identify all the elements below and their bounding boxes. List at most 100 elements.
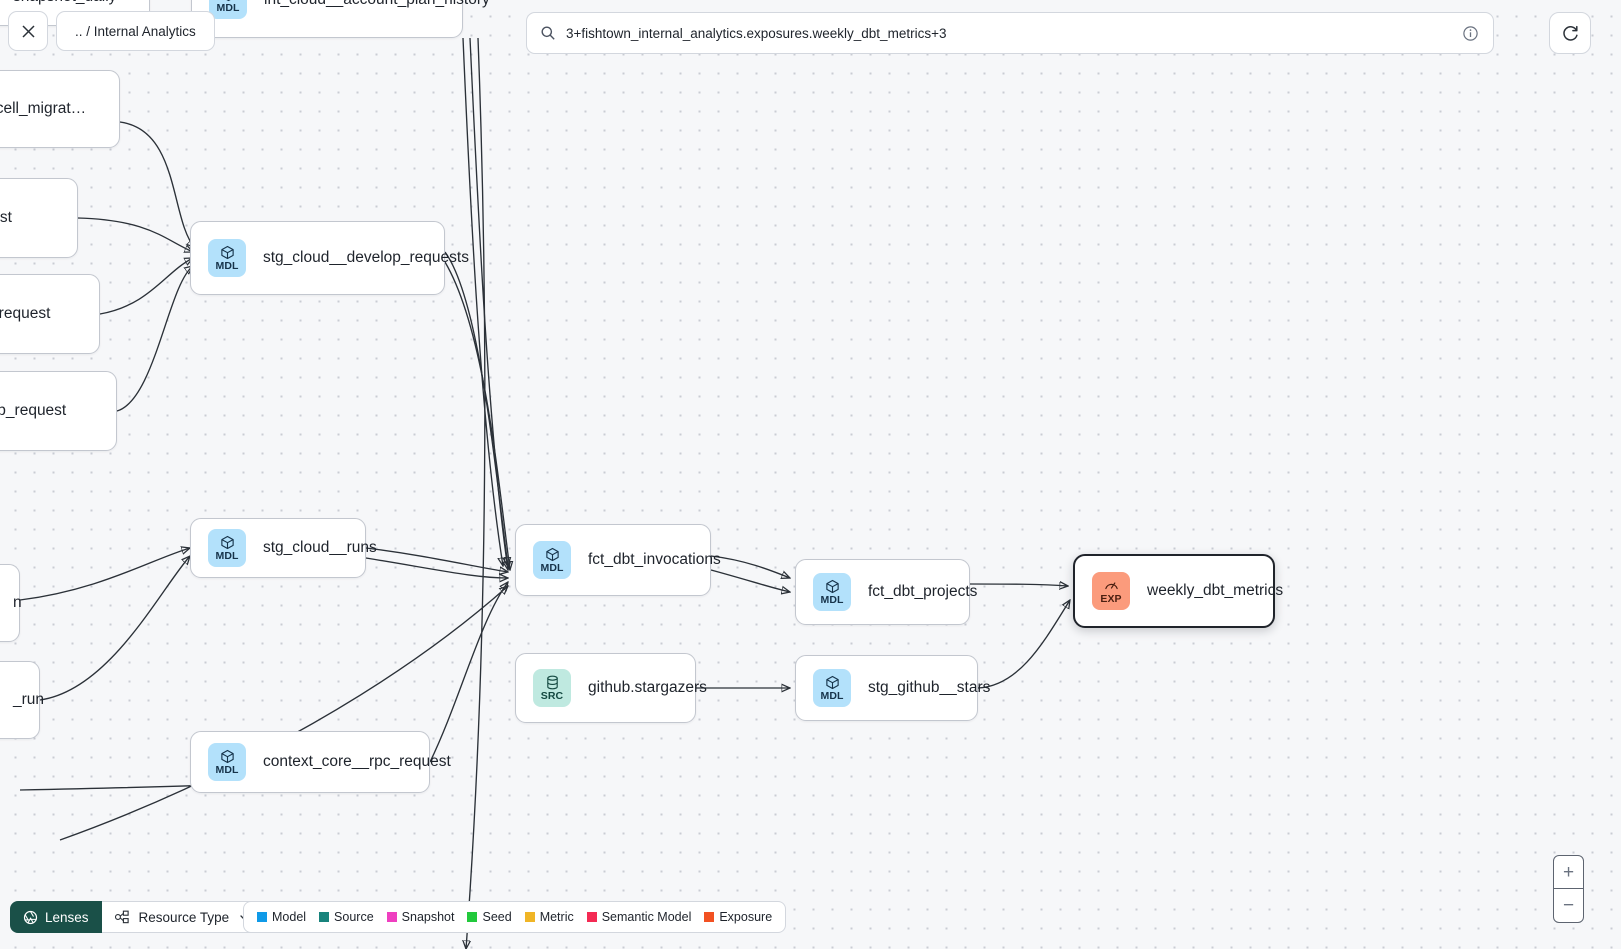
lineage-edge <box>444 251 508 566</box>
legend-swatch <box>467 912 478 922</box>
lineage-edge <box>77 217 193 252</box>
lineage-edge <box>119 121 195 248</box>
node-label: github.stargazers <box>588 679 707 696</box>
info-icon[interactable] <box>1462 25 1479 42</box>
node-type-badge-mdl: MDL <box>208 529 246 567</box>
node-type-text: MDL <box>215 549 239 562</box>
lineage-node-fct_dbt_invocations[interactable]: MDL fct_dbt_invocations <box>515 524 721 596</box>
lineage-node-context_core__rpc_request[interactable]: MDL context_core__rpc_request <box>190 731 451 793</box>
lenses-button[interactable]: Lenses <box>10 901 102 933</box>
node-type-text: MDL <box>820 689 844 702</box>
node-label: fct_dbt_projects <box>868 583 978 600</box>
legend-swatch <box>524 912 535 922</box>
cube-icon <box>545 547 559 561</box>
zoom-controls: + − <box>1553 855 1584 923</box>
node-label: stg_cloud__runs <box>263 539 377 556</box>
database-icon <box>546 675 558 690</box>
legend-item[interactable]: Exposure <box>704 910 772 924</box>
nodes-icon <box>114 910 129 924</box>
lineage-node-stg_github__stars[interactable]: MDL stg_github__stars <box>795 655 990 721</box>
node-label: p_request <box>0 209 12 226</box>
lineage-edge <box>469 37 508 570</box>
node-type-text: SRC <box>540 689 564 702</box>
legend-item[interactable]: Semantic Model <box>586 910 691 924</box>
legend-label: Snapshot <box>401 910 455 924</box>
lineage-edge <box>365 547 508 572</box>
cube-icon <box>220 749 234 763</box>
node-type-badge-mdl: MDL <box>208 239 246 277</box>
node-type-text: EXP <box>1100 592 1122 605</box>
legend-swatch <box>319 912 330 922</box>
aperture-icon <box>23 910 38 924</box>
lineage-node-weekly_dbt_metrics[interactable]: EXP weekly_dbt_metrics <box>1073 554 1283 628</box>
legend-label: Exposure <box>719 910 773 924</box>
node-type-badge-exp: EXP <box>1092 572 1130 610</box>
node-type-text: MDL <box>540 561 564 574</box>
legend-label: Model <box>272 910 307 924</box>
lineage-edge <box>59 586 508 841</box>
node-label: fct_dbt_invocations <box>588 551 721 568</box>
lineage-node-github.stargazers[interactable]: SRC github.stargazers <box>515 653 707 723</box>
lineage-node-develop_request_c[interactable]: MDL_develop_request <box>0 371 117 451</box>
legend-item[interactable]: Source <box>319 910 374 924</box>
node-label: context_core__rpc_request <box>263 753 451 770</box>
legend-item[interactable]: Metric <box>524 910 574 924</box>
legend-label: Metric <box>539 910 574 924</box>
search-input[interactable] <box>566 25 1452 41</box>
lineage-node-int_cloud__account_plan_history[interactable]: MDL int_cloud__account_plan_history <box>191 0 490 38</box>
bottom-toolbar: Lenses Resource Type <box>10 901 265 933</box>
resource-type-dropdown[interactable]: Resource Type <box>101 901 265 933</box>
node-label: multicell_migrat… <box>0 100 87 117</box>
resource-type-legend: Model Source Snapshot Seed Metric Semantic Mo… <box>243 901 787 933</box>
lineage-node-develop_request_a[interactable]: MDLp_request <box>0 178 78 258</box>
lineage-edge <box>466 37 486 949</box>
lineage-edge <box>462 37 503 566</box>
legend-item[interactable]: Seed <box>467 910 512 924</box>
lineage-node-develop_request_b[interactable]: MDLvelop_request <box>0 274 100 354</box>
lineage-edge <box>969 584 1068 586</box>
legend-item[interactable]: Model <box>257 910 306 924</box>
close-button[interactable] <box>8 11 48 51</box>
node-label: velop_request <box>0 305 51 322</box>
node-label: snapshot_daily <box>13 0 116 6</box>
resource-type-label: Resource Type <box>138 909 230 925</box>
node-label: weekly_dbt_metrics <box>1147 582 1284 599</box>
cube-icon <box>825 675 839 689</box>
node-label: int_cloud__account_plan_history <box>264 0 490 9</box>
legend-item[interactable]: Snapshot <box>386 910 455 924</box>
lineage-node-left_run_a[interactable]: MDLn <box>0 564 22 642</box>
refresh-icon <box>1562 25 1578 41</box>
lenses-label: Lenses <box>45 909 89 925</box>
lineage-edge <box>710 555 790 578</box>
node-type-badge-mdl: MDL <box>533 541 571 579</box>
legend-label: Source <box>334 910 374 924</box>
node-type-badge-src: SRC <box>533 669 571 707</box>
lineage-node-stg_cloud__runs[interactable]: MDL stg_cloud__runs <box>190 518 377 578</box>
lineage-search-bar[interactable] <box>526 12 1494 54</box>
lineage-node-multicell_migrate[interactable]: MDLmulticell_migrat… <box>0 70 120 148</box>
lineage-edge <box>444 261 510 570</box>
lineage-edge <box>429 582 508 763</box>
legend-swatch <box>704 912 715 922</box>
lineage-edge <box>116 266 193 412</box>
lineage-node-stg_cloud__develop_requests[interactable]: MDL stg_cloud__develop_requests <box>190 221 469 295</box>
cube-icon <box>220 535 234 549</box>
node-label: stg_github__stars <box>868 679 991 696</box>
zoom-in-button[interactable]: + <box>1554 856 1583 889</box>
zoom-out-button[interactable]: − <box>1562 895 1575 916</box>
gauge-icon <box>1104 582 1118 589</box>
lineage-edge <box>39 556 190 701</box>
lineage-edge <box>710 569 790 592</box>
cube-icon <box>220 245 234 259</box>
breadcrumb-label: .. / Internal Analytics <box>75 23 196 39</box>
breadcrumb[interactable]: .. / Internal Analytics <box>56 11 215 51</box>
node-type-text: MDL <box>216 1 240 14</box>
node-label: stg_cloud__develop_requests <box>263 249 469 266</box>
node-label: n <box>13 594 22 611</box>
refresh-button[interactable] <box>1549 12 1591 54</box>
node-type-text: MDL <box>215 763 239 776</box>
lineage-node-left_run_b[interactable]: MDL_run <box>0 661 44 739</box>
